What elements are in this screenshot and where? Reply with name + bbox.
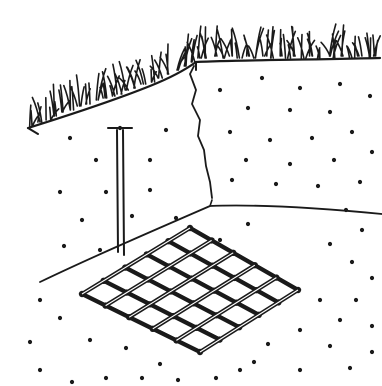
soil-dot (370, 276, 374, 280)
soil-dot (328, 344, 332, 348)
soil-dot (158, 362, 162, 366)
soil-dot (148, 188, 152, 192)
soil-dot (368, 94, 372, 98)
soil-dot (344, 208, 348, 212)
grid-bar-highlight (200, 290, 298, 352)
soil-crack (190, 66, 212, 198)
soil-dot (140, 376, 144, 380)
soil-dot (316, 184, 320, 188)
soil-dot (298, 328, 302, 332)
soil-dot (174, 216, 178, 220)
soil-dot (38, 368, 42, 372)
soil-dot (244, 158, 248, 162)
soil-dot (246, 222, 250, 226)
soil-dot (338, 318, 342, 322)
soil-dot (88, 338, 92, 342)
soil-dot (288, 108, 292, 112)
soil-dot (164, 128, 168, 132)
grid-bar-highlight (106, 240, 212, 305)
soil-dot (148, 158, 152, 162)
soil-dot (176, 378, 180, 382)
soil-dot (246, 106, 250, 110)
soil-dot (68, 136, 72, 140)
soil-dot (370, 324, 374, 328)
soil-dot (38, 298, 42, 302)
soil-dot (228, 130, 232, 134)
soil-dot (238, 368, 242, 372)
soil-dot (104, 190, 108, 194)
soil-cross-section (28, 58, 382, 282)
soil-dot (298, 368, 302, 372)
soil-dot (358, 180, 362, 184)
soil-dot (266, 342, 270, 346)
soil-dot (214, 376, 218, 380)
soil-dot (350, 130, 354, 134)
grid-bar (147, 254, 259, 314)
soil-dot (350, 260, 354, 264)
soil-dot (70, 380, 74, 384)
soil-dot (230, 178, 234, 182)
soil-dot (318, 298, 322, 302)
soil-dot (310, 136, 314, 140)
soil-dot (268, 138, 272, 142)
soil-dot (274, 182, 278, 186)
soil-dot (298, 86, 302, 90)
soil-dot (348, 366, 352, 370)
grid-bar (190, 226, 298, 288)
soil-dot (98, 248, 102, 252)
grid-bar (190, 228, 298, 290)
soil-dot (58, 316, 62, 320)
soil-dot (62, 244, 66, 248)
soil-dot (28, 340, 32, 344)
soil-dot (288, 162, 292, 166)
soil-dot (252, 360, 256, 364)
soil-dot (118, 126, 122, 130)
soil-dot (58, 190, 62, 194)
ground-rod (108, 128, 132, 255)
soil-dot (218, 88, 222, 92)
soil-dot (332, 158, 336, 162)
grid-bar (168, 241, 278, 302)
grid-bar-highlight (153, 265, 255, 329)
soil-dot (124, 346, 128, 350)
grid-bar-highlight (176, 278, 276, 341)
soil-dot (338, 82, 342, 86)
soil-dot (328, 242, 332, 246)
soil-texture-dots (28, 76, 374, 384)
grounding-grid-mat (79, 225, 301, 355)
soil-dot (80, 218, 84, 222)
soil-dot (94, 158, 98, 162)
grid-bar-highlight (129, 253, 233, 317)
soil-dot (354, 298, 358, 302)
soil-dot (370, 350, 374, 354)
soil-dot (370, 150, 374, 154)
soil-dot (360, 228, 364, 232)
soil-dot (328, 110, 332, 114)
soil-dot (130, 214, 134, 218)
soil-dot (218, 238, 222, 242)
soil-dot (104, 376, 108, 380)
soil-dot (260, 76, 264, 80)
